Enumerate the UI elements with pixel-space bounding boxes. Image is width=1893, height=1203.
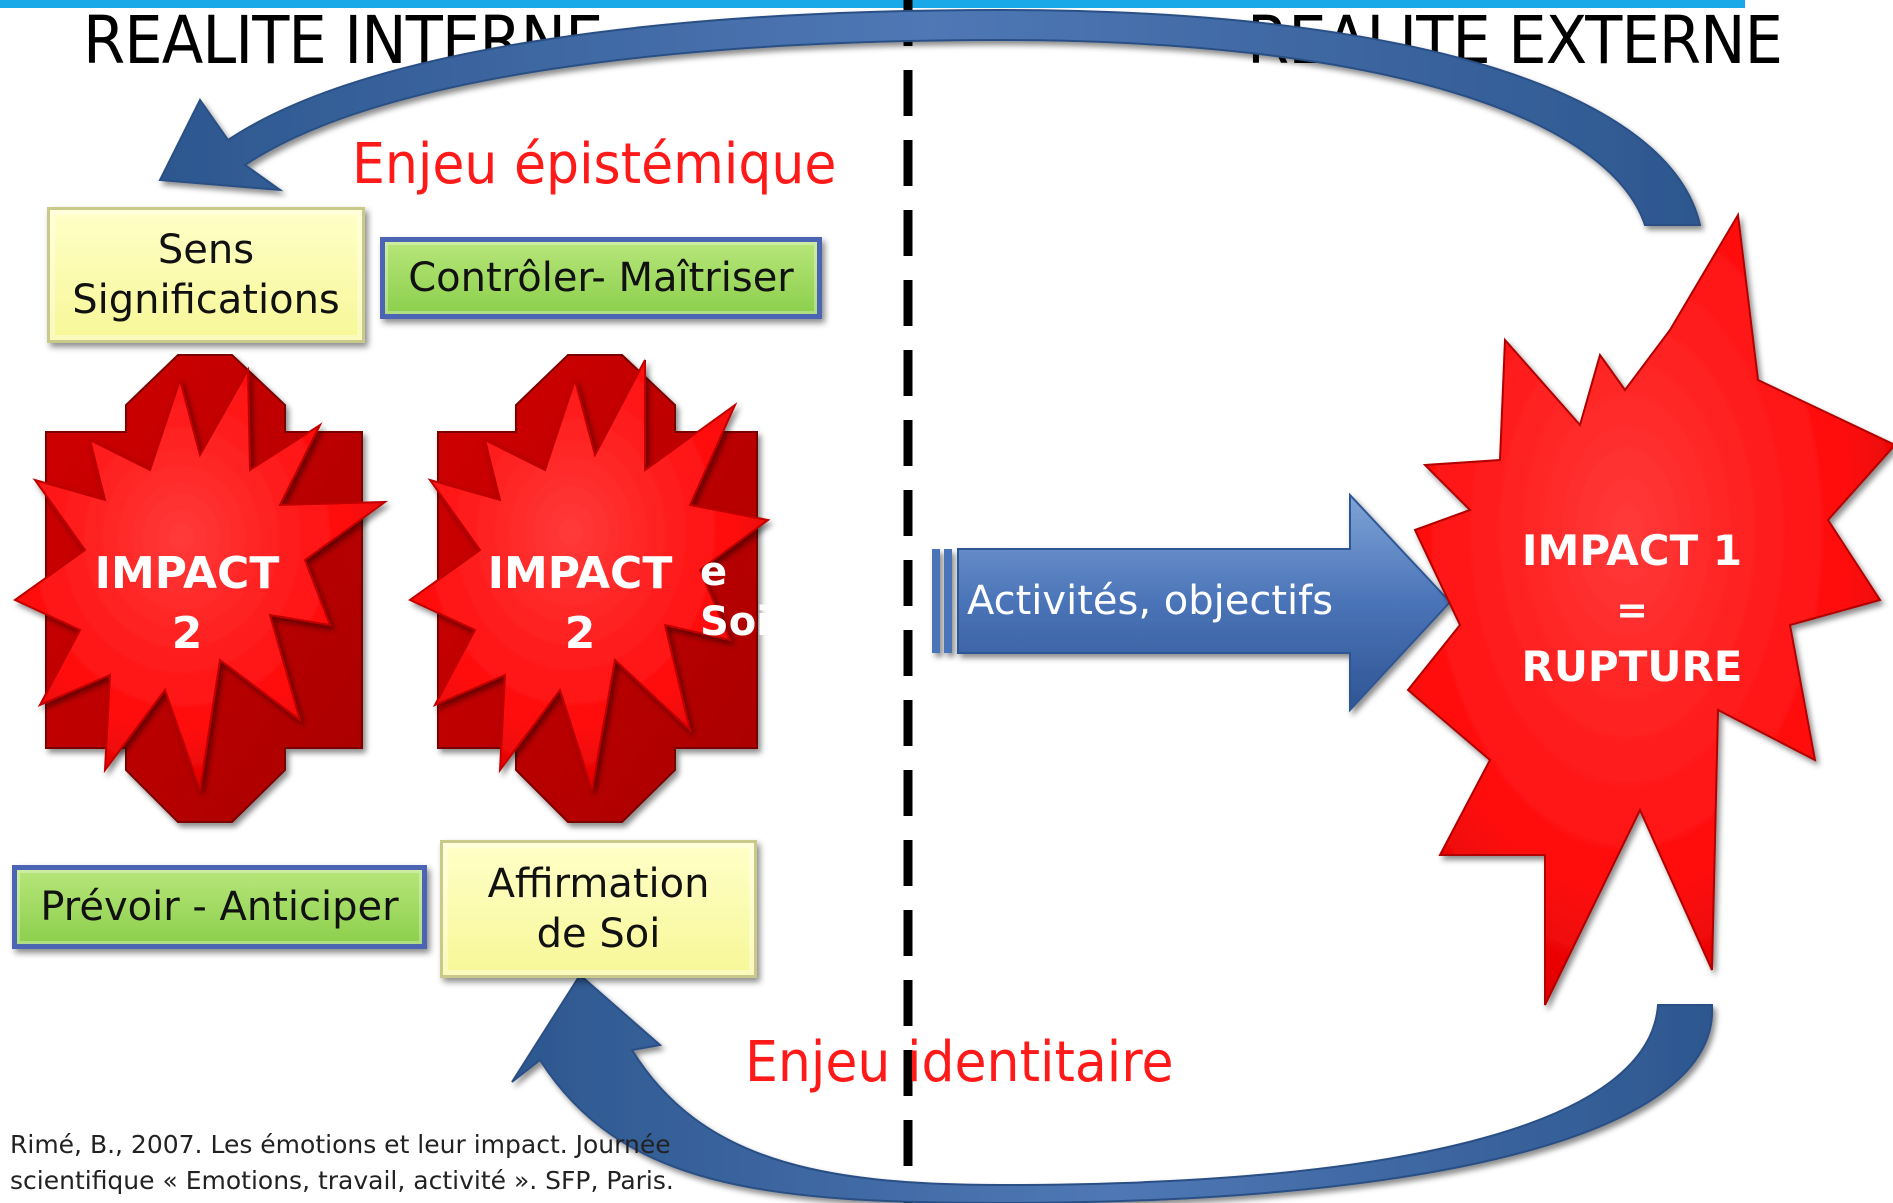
prevoir-anticiper-box: Prévoir - Anticiper xyxy=(12,865,427,949)
epistemic-issue-label: Enjeu épistémique xyxy=(352,132,837,197)
impact-rupture-star xyxy=(1406,211,1893,1006)
middle-impact-star xyxy=(408,359,771,791)
middle-impact-label-line1: IMPACT xyxy=(488,548,673,599)
activities-arrow xyxy=(932,492,1452,713)
bottom-curved-arrow xyxy=(511,973,1714,1203)
sens-box-line1: Sens xyxy=(157,227,255,273)
controler-box-label: Contrôler- Maîtriser xyxy=(408,255,794,301)
sens-box-line2: Significations xyxy=(72,277,340,323)
hidden-soi-text-fragment: Soi xyxy=(700,599,770,645)
top-curved-arrow xyxy=(158,8,1702,226)
big-impact-label-line1: IMPACT 1 xyxy=(1522,526,1742,575)
activities-arrow-label: Activités, objectifs xyxy=(967,578,1333,624)
citation-line2: scientifique « Emotions, travail, activi… xyxy=(10,1166,674,1195)
citation-line1: Rimé, B., 2007. Les émotions et leur imp… xyxy=(10,1130,671,1159)
left-impact-star xyxy=(13,366,389,791)
controler-maitriser-box: Contrôler- Maîtriser xyxy=(380,237,822,319)
affirmation-box-line2: de Soi xyxy=(536,911,661,957)
left-impact-label-line2: 2 xyxy=(172,608,203,659)
prevoir-box-label: Prévoir - Anticiper xyxy=(40,884,399,930)
sens-significations-box: Sens Significations xyxy=(47,207,365,343)
header-accent-bar xyxy=(0,0,1745,8)
affirmation-de-soi-box: Affirmation de Soi xyxy=(440,840,757,978)
identity-issue-label: Enjeu identitaire xyxy=(745,1030,1174,1095)
middle-impact-label-line2: 2 xyxy=(565,608,596,659)
big-impact-label-line3: RUPTURE xyxy=(1521,642,1742,691)
big-impact-label-line2: = xyxy=(1616,588,1648,632)
left-impact-label-line1: IMPACT xyxy=(95,548,280,599)
hidden-de-text-fragment: e xyxy=(700,549,727,595)
citation: Rimé, B., 2007. Les émotions et leur imp… xyxy=(10,1127,674,1199)
affirmation-box-line1: Affirmation xyxy=(487,861,710,907)
